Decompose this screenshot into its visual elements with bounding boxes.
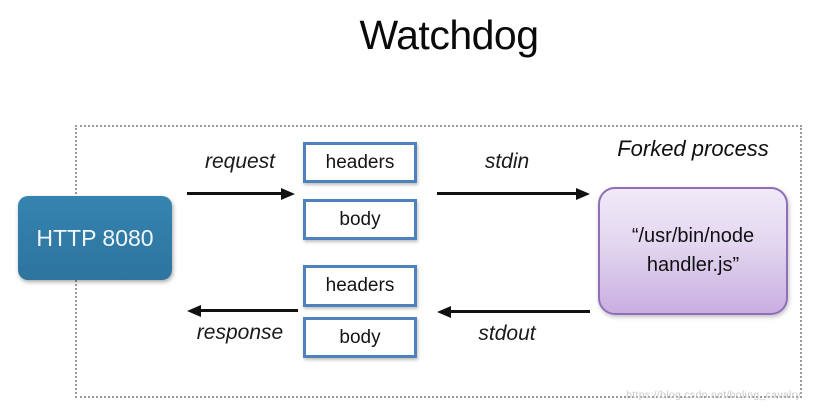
process-command-line1: “/usr/bin/node [631,225,755,247]
request-body-label: body [339,208,381,230]
http-server-label: HTTP 8080 [36,224,154,251]
stdout-arrow [437,305,590,318]
forked-process-node: “/usr/bin/node handler.js” [598,187,788,315]
process-command-line2: handler.js” [646,254,740,276]
request-arrow [187,187,295,200]
stdout-arrow-label: stdout [478,322,536,345]
response-arrow-label: response [196,321,284,344]
stdin-arrow-label: stdin [484,150,530,173]
request-headers-label: headers [325,151,395,173]
request-headers-box: headers [303,142,417,183]
watermark-text: https://blog.csdn.net/boling_cavalry [626,389,801,401]
forked-process-label: Forked process [617,136,769,161]
page-title: Watchdog [359,12,539,58]
response-arrow [187,304,298,317]
response-headers-box: headers [303,265,417,307]
request-arrow-label: request [204,150,276,173]
response-headers-label: headers [325,275,395,296]
response-body-box: body [303,317,417,358]
response-body-label: body [339,326,381,348]
stdin-arrow [437,187,590,200]
request-body-box: body [303,199,417,240]
http-server-node: HTTP 8080 [18,196,172,280]
